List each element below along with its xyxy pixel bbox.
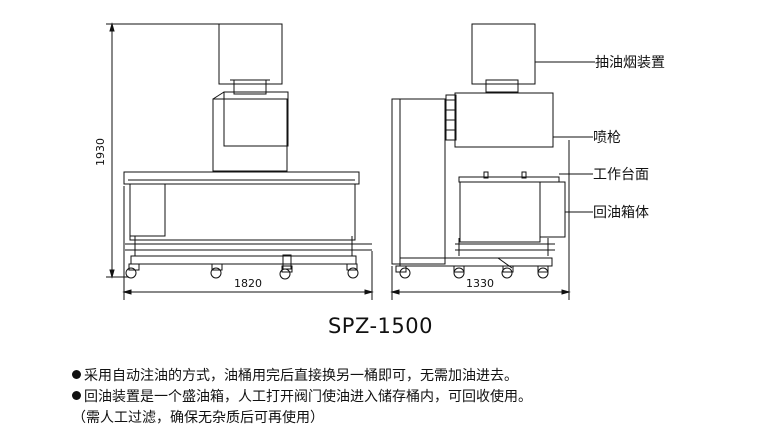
side-worktable <box>458 176 560 183</box>
bullet-icon <box>72 391 81 400</box>
callout-spray-gun: 喷枪 <box>593 129 621 146</box>
note-item: 回油装置是一个盛油箱，人工打开阀门使油进入储存桶内，可回收使用。 <box>72 387 532 408</box>
note-item: 采用自动注油的方式，油桶用完后直接换另一桶即可，无需加油进去。 <box>72 366 532 387</box>
notes-list: 采用自动注油的方式，油桶用完后直接换另一桶即可，无需加油进去。 回油装置是一个盛… <box>72 366 532 429</box>
side-width-dimension-label: 1330 <box>466 277 494 290</box>
front-width-dimension-label: 1820 <box>234 277 262 290</box>
side-view <box>390 23 595 300</box>
callout-worktable: 工作台面 <box>593 167 649 183</box>
note-item: （需人工过滤，确保无杂质后可再使用） <box>72 408 532 429</box>
note-text: （需人工过滤，确保无杂质后可再使用） <box>72 410 324 426</box>
front-exhaust-hood <box>218 23 283 85</box>
front-view <box>106 22 374 300</box>
side-exhaust-hood <box>471 23 536 85</box>
height-dimension-label: 1930 <box>94 138 107 166</box>
front-spray-housing <box>212 98 288 172</box>
callout-exhaust-device: 抽油烟装置 <box>595 55 665 71</box>
note-text: 回油装置是一个盛油箱，人工打开阀门使油进入储存桶内，可回收使用。 <box>84 389 532 405</box>
note-text: 采用自动注油的方式，油桶用完后直接换另一桶即可，无需加油进去。 <box>84 368 518 384</box>
side-spray-housing <box>454 92 554 148</box>
front-oil-tank <box>129 183 356 241</box>
callout-oil-return-tank: 回油箱体 <box>593 205 649 221</box>
front-worktable-top <box>123 171 360 185</box>
bullet-icon <box>72 370 81 379</box>
model-title: SPZ-1500 <box>327 314 434 338</box>
side-oil-return-tank <box>459 181 541 243</box>
side-cabinet <box>391 98 446 265</box>
